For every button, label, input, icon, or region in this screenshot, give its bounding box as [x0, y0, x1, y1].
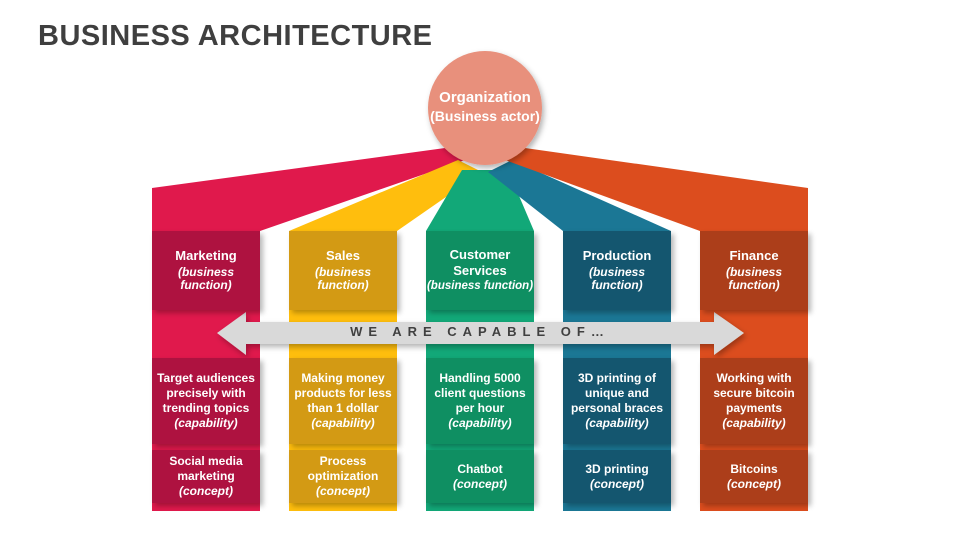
sales-type-label: (business function) — [314, 264, 371, 293]
production-concept-text: 3D printing — [585, 461, 649, 476]
column-customer-services: Customer Services (business function) Ha… — [426, 0, 534, 540]
page-title: BUSINESS ARCHITECTURE — [38, 20, 433, 52]
customer-services-capability-box: Handling 5000 client questions per hour … — [426, 358, 534, 444]
finance-name: Finance — [729, 247, 779, 263]
marketing-function-box: Marketing (business function) — [152, 231, 260, 310]
marketing-concept-box: Social media marketing (concept) — [152, 450, 260, 503]
finance-concept-box: Bitcoins (concept) — [700, 450, 808, 503]
marketing-type-label: (business function) — [177, 264, 234, 293]
customer-services-concept-box: Chatbot (concept) — [426, 450, 534, 503]
finance-concept-label: (concept) — [727, 476, 781, 491]
ray-finance — [502, 148, 808, 231]
production-concept-label: (concept) — [590, 476, 644, 491]
production-name: Production — [582, 247, 652, 263]
capability-arrow — [217, 312, 744, 355]
column-marketing: Marketing (business function) Target aud… — [152, 0, 260, 540]
customer-services-type-label: (business function) — [426, 280, 534, 293]
sales-capability-text: Making money products for less than 1 do… — [294, 371, 392, 415]
finance-capability-text: Working with secure bitcoin payments — [713, 371, 795, 415]
sales-capability-label: (capability) — [311, 416, 375, 430]
finance-function-box: Finance (business function) — [700, 231, 808, 310]
column-finance: Finance (business function) Working with… — [700, 0, 808, 540]
sales-concept-label: (concept) — [316, 484, 370, 498]
finance-capability-label: (capability) — [722, 416, 786, 430]
ray-production — [488, 160, 671, 231]
organization-node — [428, 51, 542, 165]
sales-concept-text: Process optimization — [307, 454, 379, 483]
sales-capability-box: Making money products for less than 1 do… — [289, 358, 397, 444]
finance-capability-box: Working with secure bitcoin payments (ca… — [700, 358, 808, 444]
customer-services-capability-label: (capability) — [448, 416, 512, 430]
column-production: Production (business function) 3D printi… — [563, 0, 671, 540]
ray-marketing — [152, 148, 468, 231]
production-concept-box: 3D printing (concept) — [563, 450, 671, 503]
marketing-capability-text: Target audiences precisely with trending… — [157, 371, 255, 415]
organization-circle — [428, 51, 542, 165]
organization-name: Organization — [439, 89, 531, 106]
customer-services-function-box: Customer Services (business function) — [426, 231, 534, 310]
production-capability-box: 3D printing of unique and personal brace… — [563, 358, 671, 444]
sales-concept-box: Process optimization (concept) — [289, 450, 397, 503]
marketing-concept-label: (concept) — [179, 484, 233, 498]
production-type-label: (business function) — [588, 264, 645, 293]
column-sales: Sales (business function) Making money p… — [289, 0, 397, 540]
finance-type-label: (business function) — [725, 264, 782, 293]
organization-label: Organization (Business actor) — [420, 88, 550, 124]
production-function-box: Production (business function) — [563, 231, 671, 310]
marketing-name: Marketing — [175, 247, 237, 263]
marketing-capability-label: (capability) — [174, 416, 238, 430]
ray-sales — [289, 160, 482, 231]
customer-services-capability-text: Handling 5000 client questions per hour — [434, 371, 526, 415]
capability-banner-text: WE ARE CAPABLE OF… — [350, 324, 610, 339]
production-capability-label: (capability) — [585, 416, 649, 430]
production-capability-text: 3D printing of unique and personal brace… — [570, 371, 664, 415]
sales-function-box: Sales (business function) — [289, 231, 397, 310]
customer-services-concept-text: Chatbot — [457, 461, 503, 476]
sales-name: Sales — [326, 247, 360, 263]
organization-subtitle: (Business actor) — [430, 107, 540, 124]
customer-services-name: Customer Services — [449, 247, 511, 278]
finance-concept-text: Bitcoins — [730, 461, 778, 476]
marketing-capability-box: Target audiences precisely with trending… — [152, 358, 260, 444]
marketing-concept-text: Social media marketing — [169, 454, 243, 483]
organization-pointer — [450, 138, 520, 164]
customer-services-concept-label: (concept) — [453, 476, 507, 491]
